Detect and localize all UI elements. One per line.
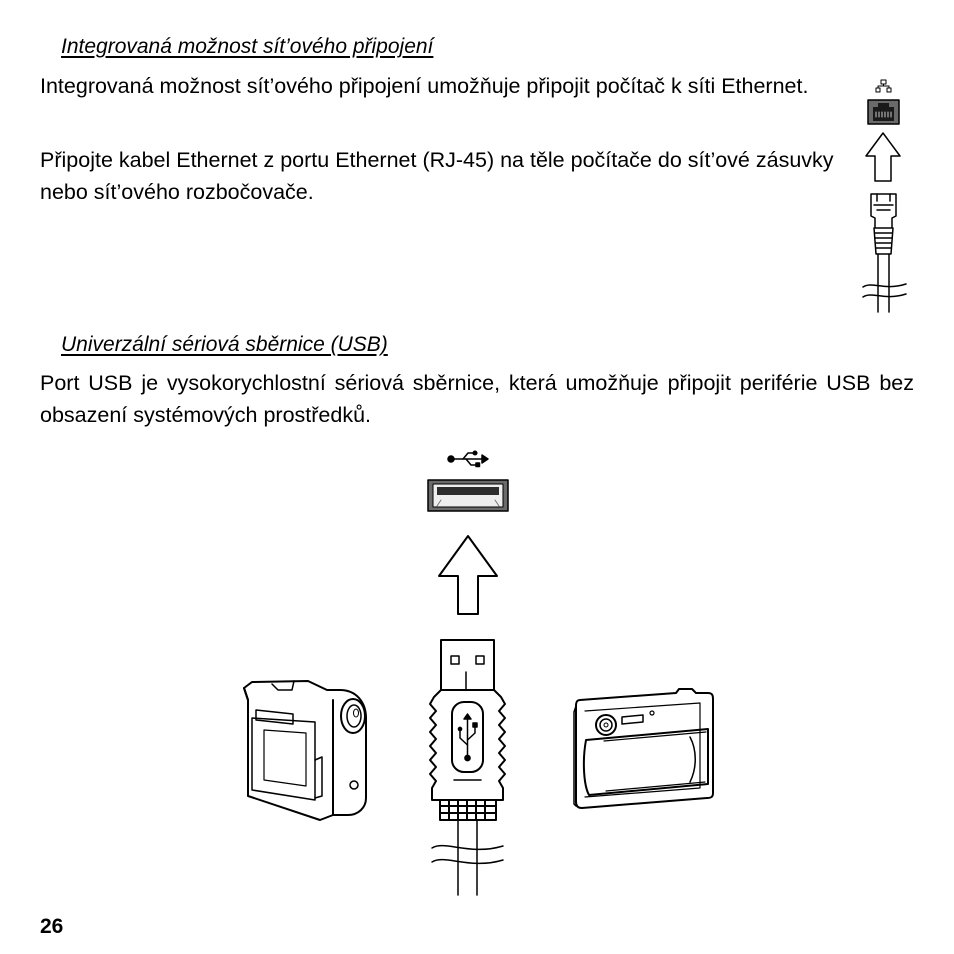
camcorder-icon (243, 680, 367, 821)
up-arrow-icon (438, 535, 498, 615)
network-icon (875, 79, 892, 93)
usb-plug-icon (429, 639, 506, 896)
ethernet-paragraph-1: Integrovaná možnost sít’ového připojení … (40, 74, 809, 98)
usb-symbol-icon (447, 450, 489, 468)
digital-camera-icon (573, 688, 714, 809)
usb-section-heading: Univerzální sériová sběrnice (USB) (61, 333, 388, 356)
ethernet-paragraph-2: Připojte kabel Ethernet z portu Ethernet… (40, 148, 834, 204)
usb-port-icon (427, 479, 509, 512)
ethernet-plug-icon (862, 193, 907, 313)
usb-paragraph-1: Port USB je vysokorychlostní sériová sbě… (40, 371, 914, 427)
up-arrow-icon (865, 132, 901, 182)
page-number: 26 (40, 915, 64, 938)
ethernet-section-heading: Integrovaná možnost sít’ového připojení (61, 35, 434, 58)
rj45-port-icon (867, 99, 900, 125)
